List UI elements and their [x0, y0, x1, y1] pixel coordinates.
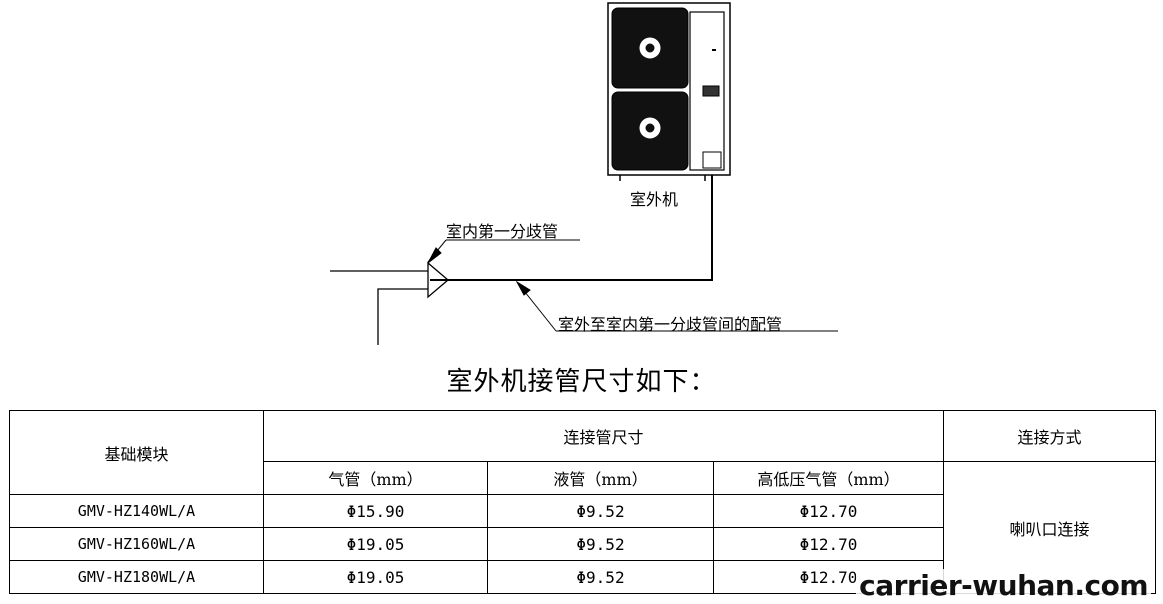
outdoor-unit	[607, 2, 731, 181]
outdoor-unit-label: 室外机	[630, 190, 679, 209]
header-module: 基础模块	[9, 410, 264, 495]
pipe-label: 室外至室内第一分歧管间的配管	[558, 315, 783, 334]
branch-joint	[330, 261, 450, 345]
subheader-liquid: 液管（mm）	[487, 461, 714, 495]
piping-diagram	[330, 2, 838, 345]
watermark-text: carrier-wuhan.com	[856, 569, 1151, 602]
cell-model: GMV-HZ160WL/A	[9, 527, 264, 561]
header-size-group: 连接管尺寸	[262, 410, 945, 462]
subheader-gas: 气管（mm）	[263, 461, 488, 495]
branch-label: 室内第一分歧管	[446, 222, 559, 241]
header-method: 连接方式	[943, 410, 1157, 462]
table-row: GMV-HZ140WL/A Φ15.90 Φ9.52 Φ12.70	[9, 494, 1156, 528]
pipe-size-table: 基础模块 连接管尺寸 连接方式 气管（mm） 液管（mm） 高低压气管（mm） …	[9, 410, 1157, 594]
cell-liquid: Φ9.52	[487, 527, 714, 561]
cell-gas: Φ15.90	[263, 494, 488, 528]
cell-gas: Φ19.05	[263, 560, 488, 594]
cell-hp-gas: Φ12.70	[712, 527, 945, 561]
cell-hp-gas: Φ12.70	[712, 494, 945, 528]
cell-liquid: Φ9.52	[487, 494, 714, 528]
cell-liquid: Φ9.52	[487, 560, 714, 594]
cell-model: GMV-HZ180WL/A	[9, 560, 264, 594]
cell-gas: Φ19.05	[263, 527, 488, 561]
section-title: 室外机接管尺寸如下：	[446, 367, 717, 397]
cell-model: GMV-HZ140WL/A	[9, 494, 264, 528]
pipe-lines	[430, 175, 713, 281]
subheader-hp-gas: 高低压气管（mm）	[712, 461, 945, 495]
leader-lines	[427, 239, 838, 332]
table-row: GMV-HZ160WL/A Φ19.05 Φ9.52 Φ12.70	[9, 527, 1156, 561]
